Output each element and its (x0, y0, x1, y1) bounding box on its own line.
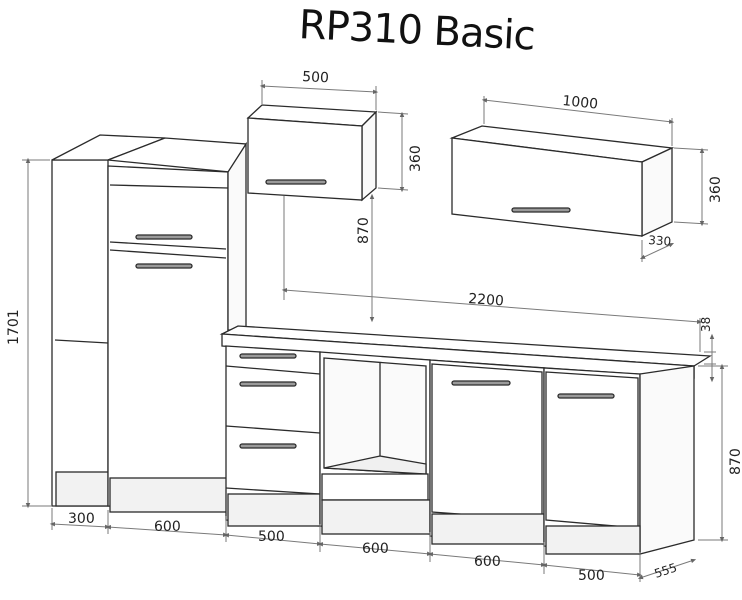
label-width-600-b: 600 (362, 541, 389, 557)
drawer-line-2 (225, 425, 321, 434)
drawer-handle-1 (239, 353, 297, 359)
tall-unit-600-handle-2 (135, 263, 193, 269)
upper-cabinet-large (449, 125, 675, 238)
dim-width-600-b (317, 542, 433, 556)
upper-cabinet-small-side (361, 110, 377, 202)
label-base-height: 870 (728, 448, 742, 475)
tall-unit-600-handle-1 (135, 234, 193, 240)
base-door-600-plinth (431, 513, 545, 545)
dim-ul-h-ext-top (673, 147, 709, 151)
drawer-handle-2 (239, 381, 297, 387)
dim-width-600-c (427, 552, 547, 567)
tall-unit-600 (107, 137, 248, 513)
dim-depth (637, 558, 697, 580)
tall-unit-600-side (227, 141, 247, 331)
upper-cabinet-large-handle (511, 207, 571, 213)
drawer-line-3 (225, 487, 321, 495)
dim-width-300 (49, 521, 111, 530)
base-door-500-plinth (545, 525, 641, 555)
upper-cabinet-large-front (451, 137, 643, 237)
tall-unit-300-plinth (55, 471, 109, 507)
upper-cabinet-small (246, 104, 378, 202)
label-width-600-a: 600 (154, 519, 181, 535)
base-unit-door-600 (429, 359, 545, 545)
upper-cabinet-large-side (641, 146, 673, 238)
upper-cabinet-small-handle (265, 179, 327, 185)
label-width-600-c: 600 (474, 554, 501, 570)
tall-unit-600-line-1 (109, 184, 229, 189)
label-upper-large-height: 360 (708, 176, 724, 203)
dim-counter-length (281, 287, 703, 325)
dim-ul-h-ext-bottom (673, 221, 709, 225)
dim-us-h-ext-top (377, 111, 409, 115)
dim-us-h-ext-bottom (377, 187, 409, 191)
label-tall-height: 1701 (6, 309, 22, 345)
oven-housing-lower-panel (321, 473, 429, 501)
label-upper-large-width: 1000 (562, 93, 599, 113)
dimension-lines (22, 80, 728, 582)
base-unit-door-500 (543, 365, 695, 555)
dimension-labels: 1701 500 360 870 1000 360 330 2200 38 87… (6, 69, 742, 584)
base-door-600-handle (451, 380, 511, 386)
label-upper-large-depth: 330 (648, 233, 672, 249)
label-upper-small-height: 360 (408, 145, 424, 172)
label-width-500-a: 500 (258, 529, 285, 545)
label-counter-thickness: 38 (699, 317, 713, 332)
label-depth: 555 (653, 560, 679, 580)
base-unit-drawers-500 (225, 345, 321, 527)
oven-niche-floor (323, 455, 427, 475)
tall-unit-600-front (107, 165, 229, 513)
label-counter-length: 2200 (468, 291, 505, 309)
dim-upper-small-width (259, 83, 379, 95)
label-upper-small-width: 500 (302, 69, 330, 86)
tall-unit-600-line-3 (109, 249, 227, 259)
base-door-500-side (639, 365, 695, 555)
base-drawers-plinth (227, 493, 321, 527)
oven-housing-plinth (321, 499, 431, 535)
label-width-500-b: 500 (578, 568, 605, 584)
upper-cabinet-small-front (247, 117, 363, 201)
tall-unit-300-front (51, 159, 109, 507)
dim-upper-large-width (481, 98, 675, 124)
dim-width-500-b (541, 563, 643, 577)
label-width-300: 300 (68, 511, 95, 527)
base-unit-oven-600 (319, 351, 431, 535)
dim-width-600-a (105, 524, 229, 538)
drawer-line-1 (225, 365, 321, 375)
tall-unit-600-plinth (109, 477, 229, 513)
dim-width-500-a (223, 533, 323, 546)
drawer-handle-3 (239, 443, 297, 449)
tall-unit-600-line-2 (109, 241, 227, 250)
tall-unit-300-split (54, 339, 109, 344)
dim-upper-large-depth (639, 243, 675, 259)
base-door-500-handle (557, 393, 615, 399)
label-upper-gap: 870 (356, 217, 372, 244)
base-door-600-front (431, 363, 543, 521)
